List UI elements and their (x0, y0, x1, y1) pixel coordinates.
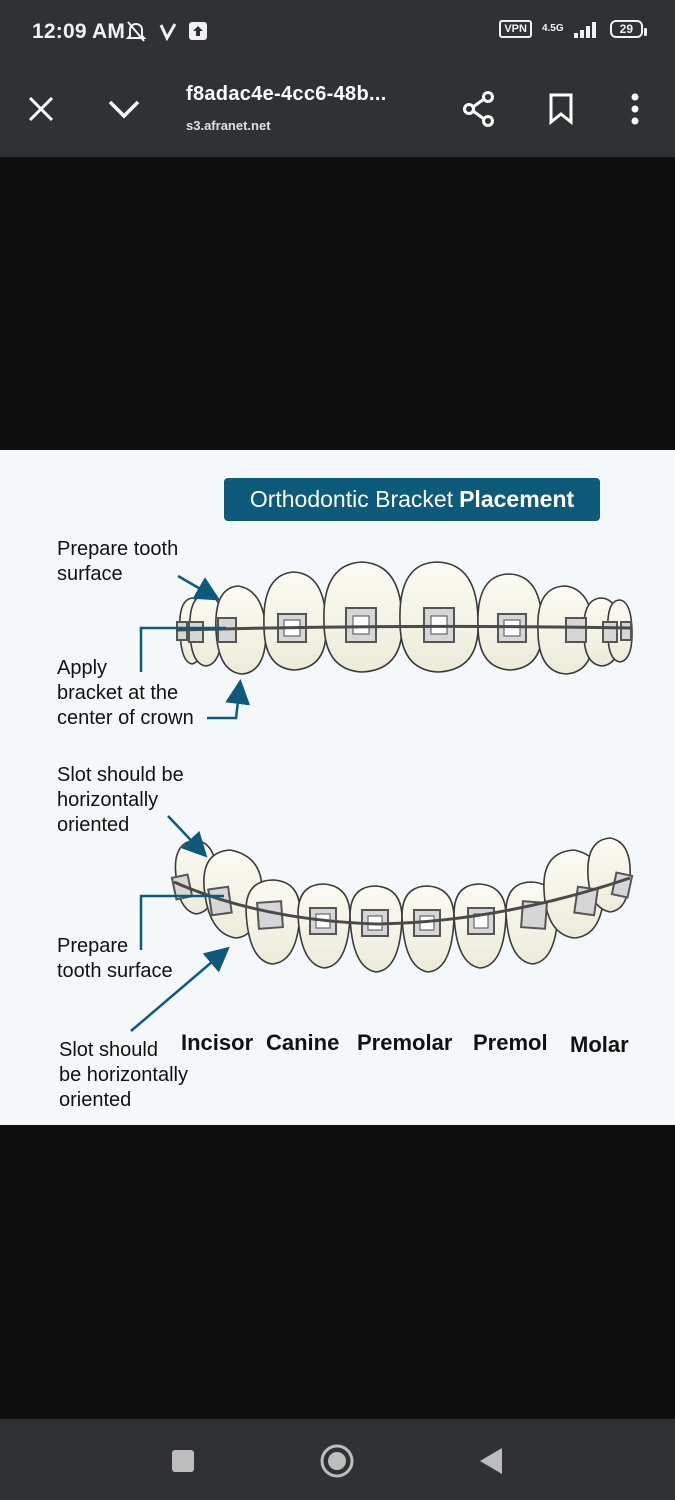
battery-level: 29 (609, 20, 648, 38)
home-button[interactable] (315, 1439, 359, 1483)
tooth-name-molar: Molar (570, 1032, 629, 1057)
recent-apps-icon (172, 1450, 194, 1472)
share-button[interactable] (457, 87, 501, 131)
status-time: 12:09 AM (32, 20, 126, 43)
pointer-lines (130, 574, 251, 1032)
label-prepare-surface-lower: Prepare tooth surface (57, 935, 173, 982)
vpn-badge: VPN (499, 20, 532, 38)
upper-arch (178, 561, 633, 675)
bell-off-icon (125, 21, 147, 42)
upper-archwire (175, 624, 633, 632)
check-v-icon (159, 23, 177, 41)
collapse-button[interactable] (102, 87, 146, 131)
lower-archwire (173, 876, 631, 926)
bookmark-button[interactable] (539, 87, 583, 131)
page-url: s3.afranet.net (186, 118, 271, 133)
tooth-name-premolar: Premolar (357, 1030, 453, 1055)
tooth-name-premol: Premol (473, 1030, 548, 1055)
signal-icon (573, 22, 596, 38)
page-title: f8adac4e-4cc6-48b... (186, 83, 387, 105)
share-icon (463, 91, 494, 127)
home-icon (320, 1444, 354, 1478)
tooth-name-incisor: Incisor (181, 1030, 254, 1055)
label-slot-lower: Slot should be horizontally oriented (59, 1039, 188, 1111)
label-apply-bracket: Apply bracket at the center of crown (57, 657, 194, 729)
back-button[interactable] (469, 1439, 513, 1483)
upload-icon (189, 22, 207, 40)
more-vert-icon (631, 93, 639, 125)
tooth-name-canine: Canine (266, 1030, 340, 1055)
chevron-down-icon (108, 100, 140, 119)
recent-apps-button[interactable] (161, 1439, 205, 1483)
label-prepare-surface-upper: Prepare tooth surface (57, 538, 179, 585)
system-nav-bar (0, 1419, 675, 1500)
network-type: 4.5G (541, 23, 564, 34)
close-button[interactable] (19, 87, 63, 131)
more-options-button[interactable] (613, 87, 657, 131)
dental-arch-illustration (130, 561, 634, 1032)
bookmark-icon (549, 93, 573, 125)
close-icon (28, 96, 54, 122)
label-slot-upper: Slot should be horizontally oriented (57, 764, 184, 836)
viewer-toolbar: f8adac4e-4cc6-48b... s3.afranet.net (0, 62, 675, 157)
back-icon (480, 1448, 502, 1474)
status-bar: 12:09 AM VPN 4.5G 29 (0, 0, 675, 62)
